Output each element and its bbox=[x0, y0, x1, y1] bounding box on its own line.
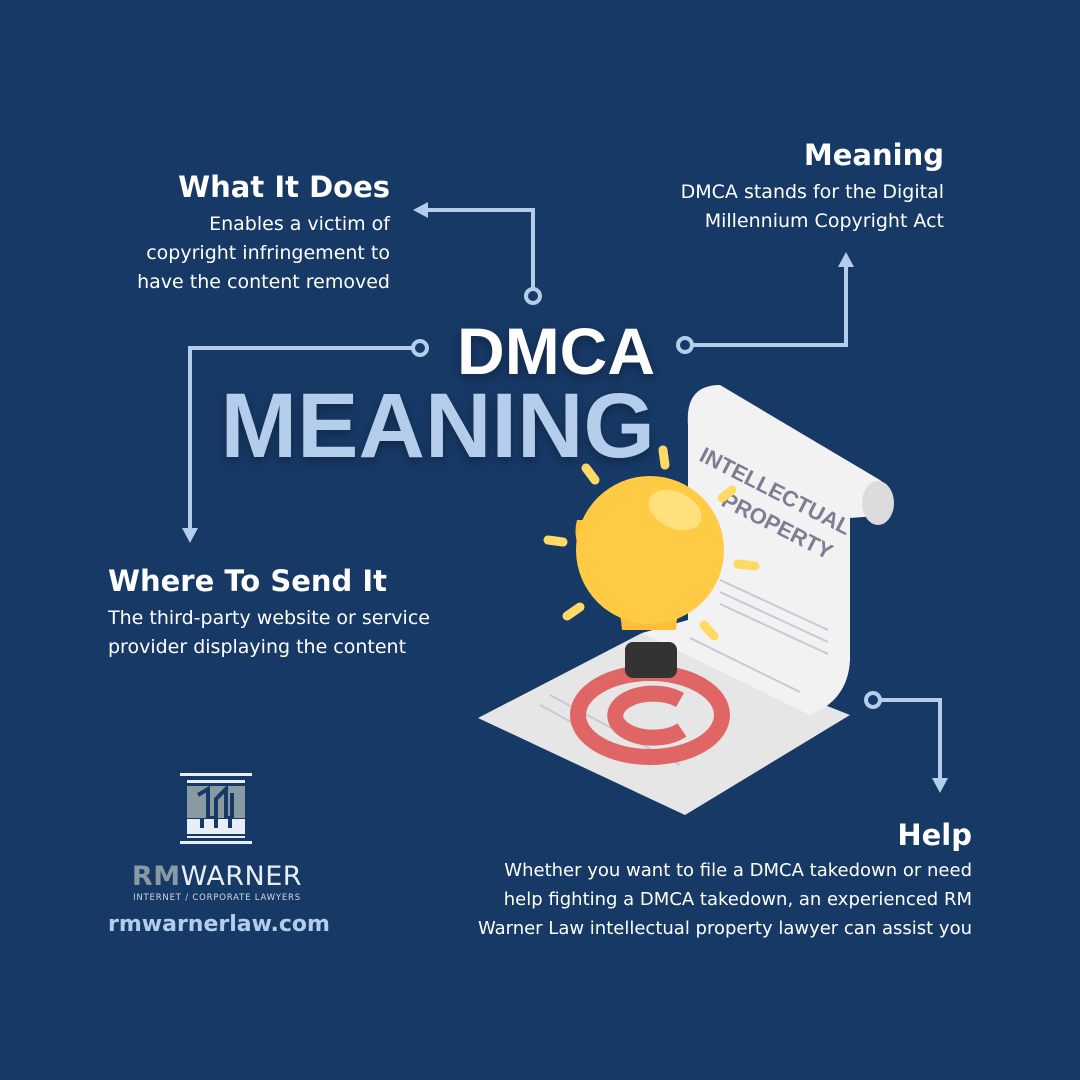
section-line: The third-party website or service bbox=[108, 607, 430, 629]
document-lightbulb-illustration: INTELLECTUAL PROPERTY bbox=[478, 385, 894, 815]
title-dmca: DMCA bbox=[457, 314, 655, 388]
section-meaning: Meaning DMCA stands for the Digital Mill… bbox=[681, 138, 944, 236]
section-what-it-does: What It Does Enables a victim of copyrig… bbox=[137, 170, 390, 297]
section-help: Help Whether you want to file a DMCA tak… bbox=[478, 818, 972, 943]
section-line: Warner Law intellectual property lawyer … bbox=[477, 918, 972, 939]
section-line: copyright infringement to bbox=[146, 242, 390, 264]
section-line: Millennium Copyright Act bbox=[704, 210, 944, 232]
section-line: provider displaying the content bbox=[108, 636, 407, 658]
title-meaning: MEANING bbox=[220, 375, 655, 477]
website-link[interactable]: rmwarnerlaw.com bbox=[108, 912, 330, 937]
section-heading: Help bbox=[897, 818, 972, 852]
brand-tagline: INTERNET / CORPORATE LAWYERS bbox=[133, 893, 301, 903]
section-line: Whether you want to file a DMCA takedown… bbox=[504, 860, 972, 881]
section-line: Enables a victim of bbox=[209, 213, 390, 235]
brand-rm: RM bbox=[131, 861, 181, 892]
section-heading: Meaning bbox=[803, 138, 944, 172]
scroll-roll bbox=[862, 481, 894, 525]
section-line: help fighting a DMCA takedown, an experi… bbox=[503, 889, 972, 910]
lightbulb-icon bbox=[575, 476, 724, 678]
section-heading: Where To Send It bbox=[108, 564, 388, 598]
brand-warner: WARNER bbox=[180, 861, 303, 892]
section-line: DMCA stands for the Digital bbox=[680, 181, 944, 203]
section-line: have the content removed bbox=[137, 271, 390, 293]
brand-name: RMWARNER bbox=[126, 863, 308, 891]
rm-warner-logo-icon bbox=[180, 773, 252, 844]
section-where-to-send: Where To Send It The third-party website… bbox=[108, 564, 430, 662]
section-heading: What It Does bbox=[178, 170, 390, 204]
light-rays bbox=[543, 445, 760, 641]
